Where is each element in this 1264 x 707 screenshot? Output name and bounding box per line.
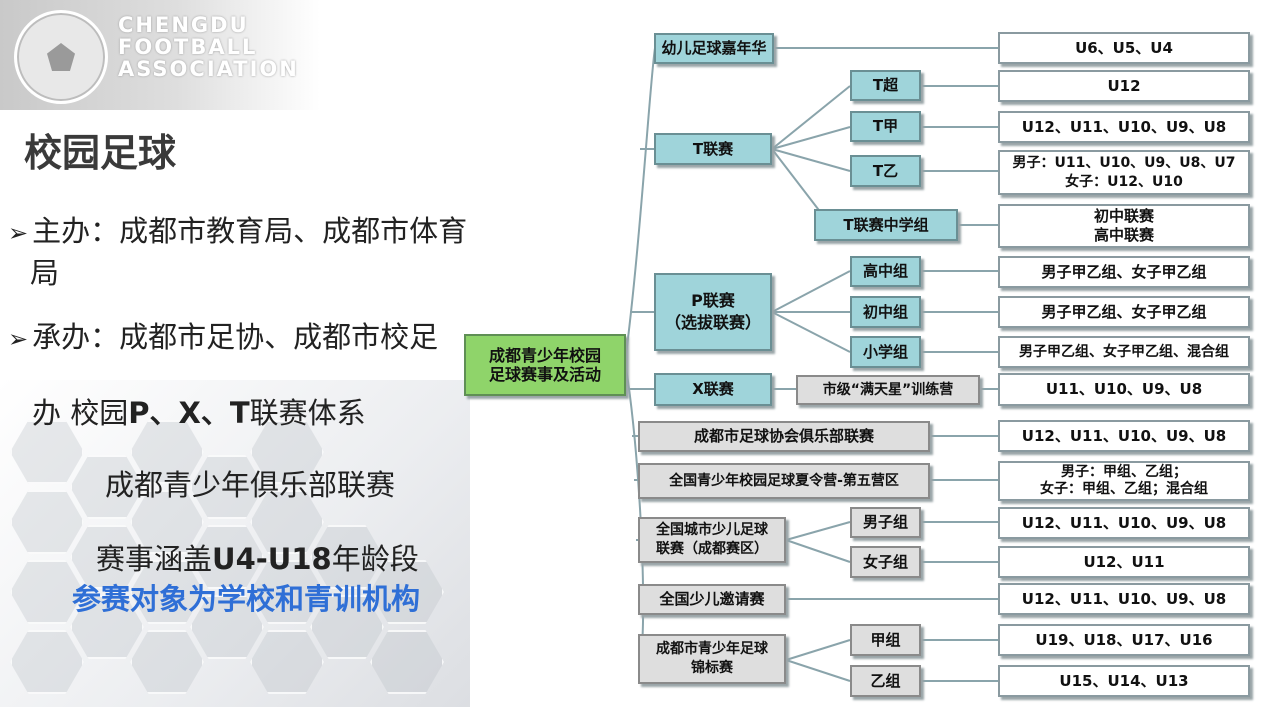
node-p-primary: 小学组	[850, 336, 921, 368]
age-range-prefix: 赛事涵盖	[96, 542, 213, 576]
node-p-league: P联赛 （选拔联赛）	[654, 273, 772, 351]
host-text: 承办：成都市足协、成都市校足	[32, 320, 439, 354]
age-range-bold: U4-U18	[212, 542, 332, 576]
node-p-high: 高中组	[850, 256, 921, 287]
node-t-jia-ages: U12、U11、U10、U9、U8	[998, 111, 1250, 143]
node-championship-a: 甲组	[850, 624, 921, 656]
arrow-bullet-icon: ➢	[8, 219, 29, 247]
node-championship: 成都市青少年足球 锦标赛	[638, 634, 786, 684]
participants-text: 参赛对象为学校和青训机构	[72, 582, 421, 616]
node-p-primary-ages: 男子甲乙组、女子甲乙组、混合组	[998, 336, 1250, 368]
football-logo-icon	[14, 10, 108, 104]
node-x-league: X联赛	[654, 373, 772, 406]
node-p-middle-ages: 男子甲乙组、女子甲乙组	[998, 296, 1250, 328]
connector-t-jia	[771, 126, 851, 150]
connector-p-high	[771, 270, 851, 313]
age-range-suffix: 年龄段	[331, 542, 419, 576]
node-x-ages: U11、U10、U9、U8	[998, 373, 1250, 406]
node-invitational: 全国少儿邀请赛	[638, 584, 786, 615]
node-championship-b: 乙组	[850, 665, 921, 697]
page-title: 校园足球	[24, 131, 177, 175]
league-system-bold: P、X、T	[128, 396, 250, 430]
node-t-yi-ages: 男子：U11、U10、U9、U8、U7 女子：U12、U10	[998, 150, 1250, 195]
node-t-middle-school: T联赛中学组	[814, 209, 958, 241]
node-city-boys: 男子组	[850, 507, 921, 538]
organizer-text: 主办：成都市教育局、成都市体育	[32, 214, 468, 248]
node-p-high-ages: 男子甲乙组、女子甲乙组	[998, 256, 1250, 288]
connector-t-yi	[771, 148, 851, 172]
league-system-prefix: 办 校园	[32, 396, 129, 430]
node-kids-ages: U6、U5、U4	[998, 32, 1250, 64]
logo-text-line-2: FOOTBALL	[118, 35, 258, 59]
connector-city-boys	[785, 521, 851, 541]
node-city-league: 全国城市少儿足球 联赛（成都赛区）	[638, 517, 786, 563]
node-championship-a-ages: U19、U18、U17、U16	[998, 624, 1250, 656]
connector-champ-a	[785, 639, 851, 661]
league-system-text: 办 校园P、X、T联赛体系	[32, 390, 366, 432]
node-city-boys-ages: U12、U11、U10、U9、U8	[998, 507, 1250, 539]
connector-t-super	[771, 85, 851, 150]
node-p-middle: 初中组	[850, 296, 921, 328]
node-city-girls: 女子组	[850, 546, 921, 578]
node-club-ages: U12、U11、U10、U9、U8	[998, 420, 1250, 452]
organizer-text-continued: 局	[30, 256, 60, 290]
node-summer-camp: 全国青少年校园足球夏令营-第五营区	[638, 463, 930, 499]
logo-text-line-1: CHENGDU	[118, 13, 249, 37]
node-championship-b-ages: U15、U14、U13	[998, 665, 1250, 697]
root-node: 成都青少年校园 足球赛事及活动	[464, 334, 626, 396]
connector-root-trunk	[624, 47, 656, 363]
node-summer-ages: 男子：甲组、乙组； 女子：甲组、乙组；混合组	[998, 461, 1250, 501]
node-t-super-ages: U12	[998, 70, 1250, 102]
organizer-bullet: ➢主办：成都市教育局、成都市体育	[8, 210, 467, 254]
node-t-mid-ages: 初中联赛 高中联赛	[998, 204, 1250, 248]
node-t-super: T超	[850, 70, 921, 101]
connector-p-primary	[771, 311, 851, 353]
club-league-text: 成都青少年俱乐部联赛	[105, 468, 396, 502]
node-invitational-ages: U12、U11、U10、U9、U8	[998, 583, 1250, 615]
node-t-league: T联赛	[654, 133, 772, 165]
arrow-bullet-icon: ➢	[8, 325, 29, 353]
connector-city-girls	[785, 539, 851, 563]
host-bullet: ➢承办：成都市足协、成都市校足	[8, 316, 438, 360]
background-hexagon-pattern	[0, 380, 470, 707]
logo-text-line-3: ASSOCIATION	[118, 57, 299, 81]
node-t-jia: T甲	[850, 111, 921, 142]
age-range-text: 赛事涵盖U4-U18年龄段	[96, 536, 419, 578]
node-city-girls-ages: U12、U11	[998, 546, 1250, 578]
connector-champ-b	[785, 659, 851, 682]
node-x-camp: 市级“满天星”训练营	[796, 375, 980, 405]
league-system-suffix: 联赛体系	[249, 396, 366, 430]
header-logo-banner: CHENGDU FOOTBALL ASSOCIATION	[0, 0, 320, 110]
connector-root-trunk-lower	[624, 361, 645, 665]
node-t-yi: T乙	[850, 155, 921, 187]
node-club-league: 成都市足球协会俱乐部联赛	[638, 421, 930, 452]
node-kids-carnival: 幼儿足球嘉年华	[654, 33, 774, 64]
association-logo-text: CHENGDU FOOTBALL ASSOCIATION	[118, 14, 299, 80]
